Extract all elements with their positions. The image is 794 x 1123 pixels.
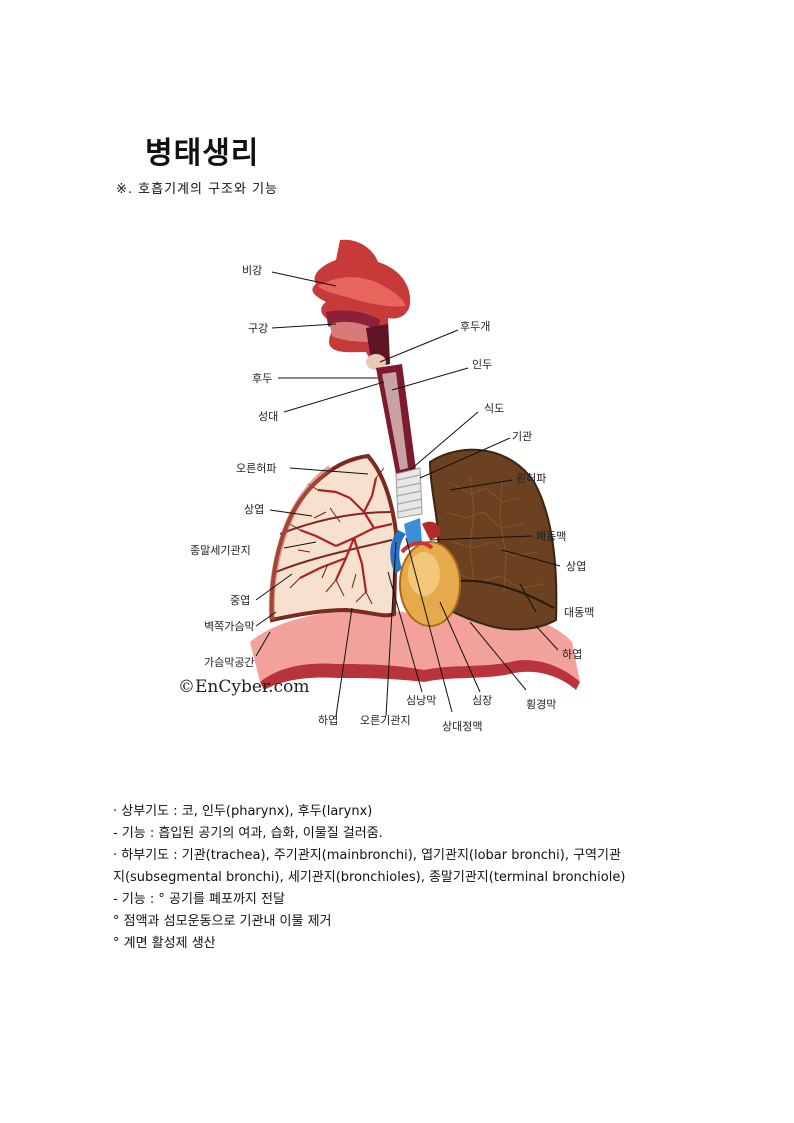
upper-airway-line: · 상부기도 : 코, 인두(pharynx), 후두(larynx) (113, 804, 373, 819)
label-pericardium: 심낭막 (406, 694, 436, 707)
mucociliary-function-line: ° 점액과 섬모운동으로 기관내 이물 제거 (113, 914, 332, 929)
label-upper-lobe-right: 상엽 (244, 503, 264, 516)
label-pharynx: 인두 (472, 358, 492, 371)
label-aorta: 대동맥 (564, 606, 594, 619)
label-nasal-cavity: 비강 (242, 264, 262, 277)
label-epiglottis: 후두개 (460, 320, 490, 333)
label-upper-lobe-left: 상엽 (566, 560, 586, 573)
label-pleural-space: 가슴막공간 (204, 656, 255, 669)
watermark: ©EnCyber.com (178, 677, 309, 697)
label-right-bronchus: 오른기관지 (360, 714, 411, 727)
respiratory-system-illustration: ©EnCyber.com (140, 212, 642, 760)
label-lower-lobe-left: 하엽 (562, 647, 582, 661)
label-terminal-bronchiole: 종말세기관지 (190, 544, 251, 557)
label-superior-vena-cava: 상대정맥 (442, 720, 482, 733)
label-heart: 심장 (472, 694, 492, 707)
label-pulmonary-artery: 폐동맥 (536, 530, 566, 543)
page-title: 병태생리 (145, 136, 260, 171)
lower-airway-continued-line: 지(subsegmental bronchi), 세기관지(bronchiole… (113, 870, 626, 885)
label-lower-lobe-right: 하엽 (318, 713, 338, 727)
label-trachea: 기관 (512, 430, 532, 443)
label-parietal-pleura: 벽쪽가슴막 (204, 620, 255, 633)
label-oral-cavity: 구강 (248, 322, 268, 335)
body-text: · 상부기도 : 코, 인두(pharynx), 후두(larynx) - 기능… (113, 801, 673, 955)
label-vocal-cord: 성대 (258, 410, 278, 423)
anatomy-diagram: ©EnCyber.com (140, 212, 642, 760)
upper-airway-function-line: - 기능 : 흡입된 공기의 여과, 습화, 이물질 걸러줌. (113, 826, 383, 841)
label-diaphragm: 횡경막 (526, 698, 556, 711)
lower-airway-function-line: - 기능 : ° 공기를 폐포까지 전달 (113, 892, 285, 907)
label-middle-lobe: 중엽 (230, 594, 250, 607)
lower-airway-line: · 하부기도 : 기관(trachea), 주기관지(mainbronchi),… (113, 848, 621, 863)
label-larynx: 후두 (252, 372, 272, 385)
label-left-lung: 왼허파 (516, 471, 546, 485)
section-subtitle: ※. 호흡기계의 구조와 기능 (116, 182, 279, 197)
label-right-lung: 오른허파 (236, 462, 276, 475)
label-esophagus: 식도 (484, 402, 504, 415)
surfactant-function-line: ° 계면 활성제 생산 (113, 936, 216, 951)
